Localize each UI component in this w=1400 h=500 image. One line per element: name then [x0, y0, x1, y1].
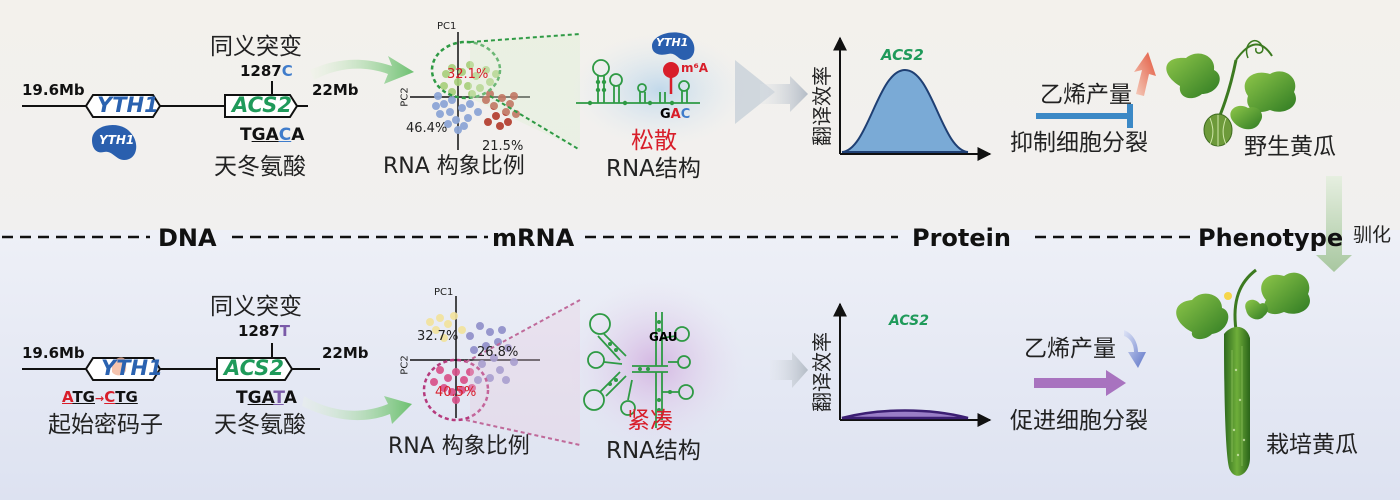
bottom-rna-dots	[608, 320, 672, 412]
top-acs2-gene-label: ACS2	[232, 93, 293, 117]
top-inhibit-symbol	[1036, 104, 1133, 128]
bottom-gene-locus	[22, 343, 320, 381]
top-yth1-gene-label: YTH1	[97, 93, 159, 117]
bottom-right-position: 22Mb	[322, 344, 369, 362]
bottom-green-arrow	[302, 396, 412, 424]
band-label-protein: Protein	[912, 224, 1011, 252]
bottom-ethylene-down-arrow	[1124, 330, 1146, 368]
bottom-rna-structure-label: RNA结构	[606, 438, 701, 464]
domestication-label: 驯化	[1353, 224, 1392, 246]
bottom-division-label: 促进细胞分裂	[1010, 408, 1148, 434]
top-division-label: 抑制细胞分裂	[1010, 130, 1148, 156]
top-rna-sequence: GAC	[660, 107, 691, 122]
top-pct-c: 21.5%	[482, 139, 524, 154]
bottom-rna-structure	[583, 312, 694, 428]
top-state-label: 松散	[631, 128, 677, 154]
bottom-codon: TGATA	[236, 388, 297, 408]
bottom-rna-sequence: GAU	[649, 330, 678, 344]
bottom-pca-plot	[410, 296, 581, 446]
bottom-state-label: 紧凑	[627, 408, 673, 434]
bottom-promote-arrow	[1034, 370, 1126, 396]
bottom-plant-label: 栽培黄瓜	[1266, 432, 1358, 458]
top-pct-a: 32.1%	[447, 67, 489, 82]
top-yth1-protein-label: YTH1	[99, 133, 135, 147]
top-gene-locus	[22, 81, 308, 118]
top-right-position: 22Mb	[312, 81, 359, 99]
bottom-mutation-position: 1287T	[238, 322, 290, 340]
top-pca-plot	[410, 32, 581, 151]
cultivated-cucumber-illustration	[1176, 268, 1310, 476]
top-curve-gene-label: ACS2	[881, 46, 924, 64]
top-grey-arrow	[760, 76, 808, 112]
top-pc1-label: PC1	[437, 21, 457, 32]
top-pc2-label: PC2	[399, 87, 411, 107]
top-pct-b: 46.4%	[406, 121, 448, 136]
top-codon: TGACA	[240, 125, 305, 145]
top-mutation-position: 1287C	[240, 62, 293, 80]
bottom-acs2-gene-label: ACS2	[224, 356, 285, 380]
bottom-start-codon-change: ATG→CTG	[62, 388, 138, 406]
bottom-translation-plot	[833, 302, 992, 427]
bottom-pct-b: 26.8%	[477, 345, 519, 360]
top-ethylene-up-arrow	[1134, 52, 1156, 96]
band-label-phenotype: Phenotype	[1198, 224, 1344, 252]
top-rna-dots	[587, 79, 675, 106]
bottom-rna-ratio-label: RNA 构象比例	[388, 434, 530, 459]
wild-cucumber-illustration	[1166, 40, 1296, 147]
top-ylabel: 翻译效率	[810, 66, 834, 146]
bottom-curve-gene-label: ACS2	[889, 313, 930, 329]
top-m6a-label: m⁶A	[681, 61, 709, 75]
bottom-ethylene-label: 乙烯产量	[1024, 336, 1116, 362]
bottom-start-codon-label: 起始密码子	[48, 412, 163, 438]
bottom-pc1-label: PC1	[434, 287, 454, 298]
bottom-mutation-title: 同义突变	[210, 294, 302, 320]
top-ethylene-label: 乙烯产量	[1040, 82, 1132, 108]
top-amino-acid: 天冬氨酸	[214, 154, 306, 180]
top-mutation-title: 同义突变	[210, 34, 302, 60]
band-label-dna: DNA	[158, 224, 217, 252]
bottom-pct-c: 40.5%	[435, 385, 477, 400]
top-translation-plot	[833, 36, 992, 161]
bottom-grey-arrow	[770, 352, 808, 388]
top-left-position: 19.6Mb	[22, 81, 85, 99]
bottom-ylabel: 翻译效率	[810, 332, 834, 412]
bottom-pc2-label: PC2	[399, 355, 411, 375]
top-rna-structure-label: RNA结构	[606, 156, 701, 182]
top-rna-yth1-label: YTH1	[656, 36, 689, 49]
top-green-arrow	[310, 56, 414, 84]
bottom-yth1-gene-label: YTH1	[101, 356, 163, 380]
band-label-mrna: mRNA	[492, 224, 575, 252]
top-rna-ratio-label: RNA 构象比例	[383, 154, 525, 179]
domestication-arrow	[1316, 176, 1352, 272]
top-yth1-protein-icon	[652, 32, 695, 60]
m6a-marker-icon	[663, 62, 679, 78]
bottom-left-position: 19.6Mb	[22, 344, 85, 362]
bottom-amino-acid: 天冬氨酸	[214, 412, 306, 438]
bottom-pct-a: 32.7%	[417, 329, 459, 344]
top-plant-label: 野生黄瓜	[1244, 134, 1336, 160]
yth1-protein-icon	[92, 125, 137, 160]
